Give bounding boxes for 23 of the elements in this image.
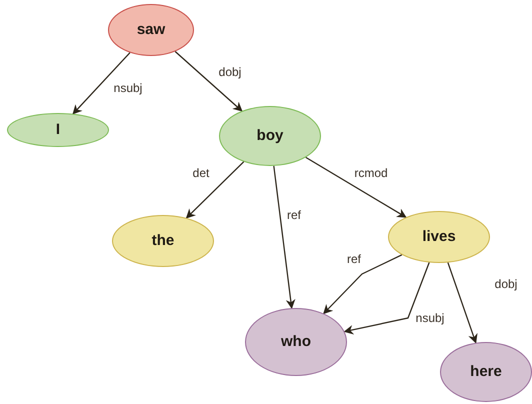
word-text: saw xyxy=(136,20,166,40)
edge-label: rcmod xyxy=(353,167,389,179)
word-text: lives xyxy=(422,226,456,247)
arrow xyxy=(186,161,244,219)
edge-label: dobj xyxy=(218,66,242,78)
edge-label: nsubj xyxy=(414,312,446,324)
edge-label: ref xyxy=(286,209,302,221)
arrow xyxy=(323,254,402,314)
arrow xyxy=(72,52,130,114)
edge-label: det xyxy=(192,167,210,179)
word-text: who xyxy=(281,332,311,352)
arrow xyxy=(344,262,430,334)
edge-label: dobj xyxy=(494,278,518,290)
word-text: here xyxy=(470,362,502,382)
word-text: boy xyxy=(256,126,284,146)
word-text: I xyxy=(56,120,60,140)
arrow xyxy=(447,262,478,344)
arrow xyxy=(273,166,296,310)
edge-label: nsubj xyxy=(112,82,144,94)
word-text: the xyxy=(152,230,174,251)
arrow xyxy=(306,156,407,218)
arrow xyxy=(174,51,243,112)
edge-label: ref xyxy=(346,253,362,265)
